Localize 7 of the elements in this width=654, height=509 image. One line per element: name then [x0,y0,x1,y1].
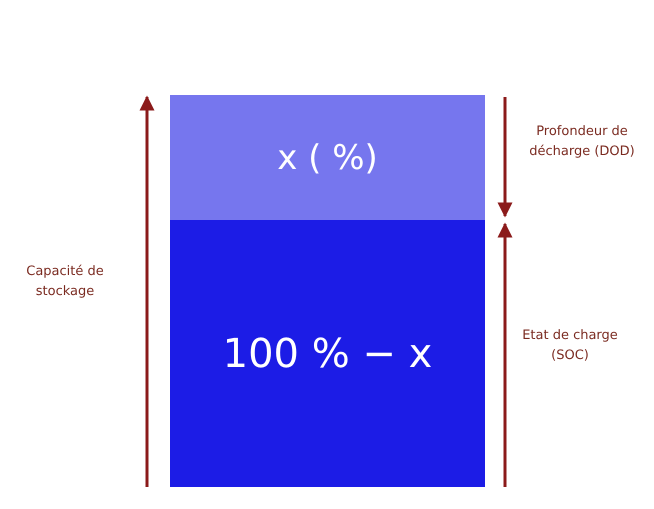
measure-label: Etat de charge (SOC) [521,327,619,365]
charged-level-box [170,220,485,487]
level-label: x ( %) [277,138,378,178]
measure-label: Profondeur de décharge (DOD) [528,123,636,161]
measure-label: Capacité de stockage [25,263,105,301]
discharged-level-box [170,95,485,220]
level-label: 100 % − x [222,330,432,376]
